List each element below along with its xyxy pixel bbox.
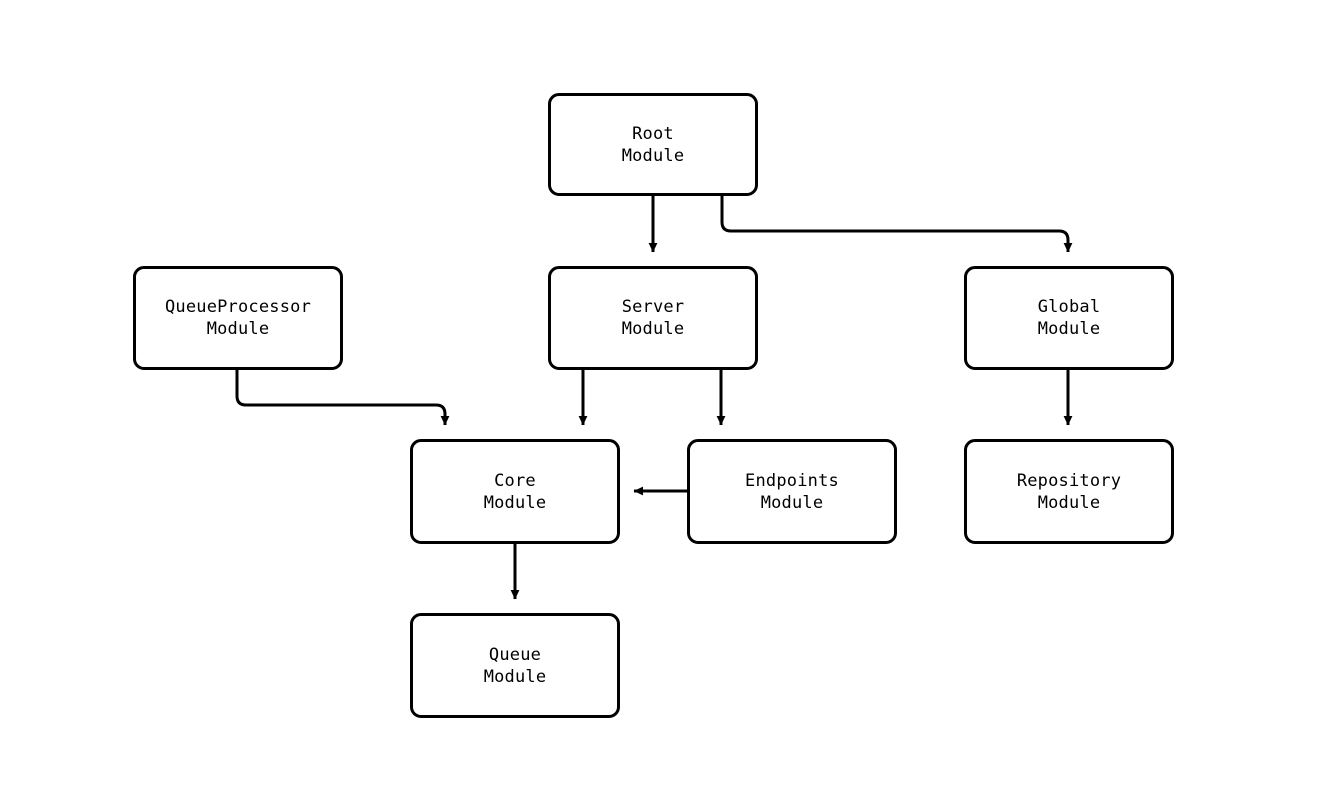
node-core-module-label-line1: Core: [494, 470, 536, 491]
node-core-module[interactable]: Core Module: [410, 439, 620, 544]
node-queue-module-label-line1: Queue: [488, 644, 542, 665]
node-core-module-label-line2: Module: [483, 492, 547, 513]
node-server-module[interactable]: Server Module: [548, 266, 758, 370]
node-endpoints-module-label-line2: Module: [760, 492, 824, 513]
node-repository-module[interactable]: Repository Module: [964, 439, 1174, 544]
node-queueprocessor-module-label-line1: QueueProcessor: [164, 297, 312, 317]
node-queue-module-label-line2: Module: [483, 666, 547, 687]
node-server-module-label-line2: Module: [621, 319, 685, 339]
edge-root-to-global: [720, 196, 1073, 253]
node-queueprocessor-module[interactable]: QueueProcessor Module: [133, 266, 343, 370]
node-endpoints-module[interactable]: Endpoints Module: [687, 439, 897, 544]
node-global-module-label-line1: Global: [1037, 297, 1101, 317]
edge-queueprocessor-to-core: [235, 370, 450, 426]
node-global-module-label-line2: Module: [1037, 319, 1101, 339]
node-root-module-label-line1: Root: [632, 123, 674, 144]
node-queueprocessor-module-label-line2: Module: [206, 319, 270, 339]
node-root-module-label-line2: Module: [621, 145, 685, 166]
node-endpoints-module-label-line1: Endpoints: [745, 470, 839, 491]
node-repository-module-label-line1: Repository: [1016, 470, 1122, 491]
node-global-module[interactable]: Global Module: [964, 266, 1174, 370]
node-server-module-label-line1: Server: [621, 297, 685, 317]
node-root-module[interactable]: Root Module: [548, 93, 758, 196]
node-queue-module[interactable]: Queue Module: [410, 613, 620, 718]
node-repository-module-label-line2: Module: [1037, 492, 1101, 513]
